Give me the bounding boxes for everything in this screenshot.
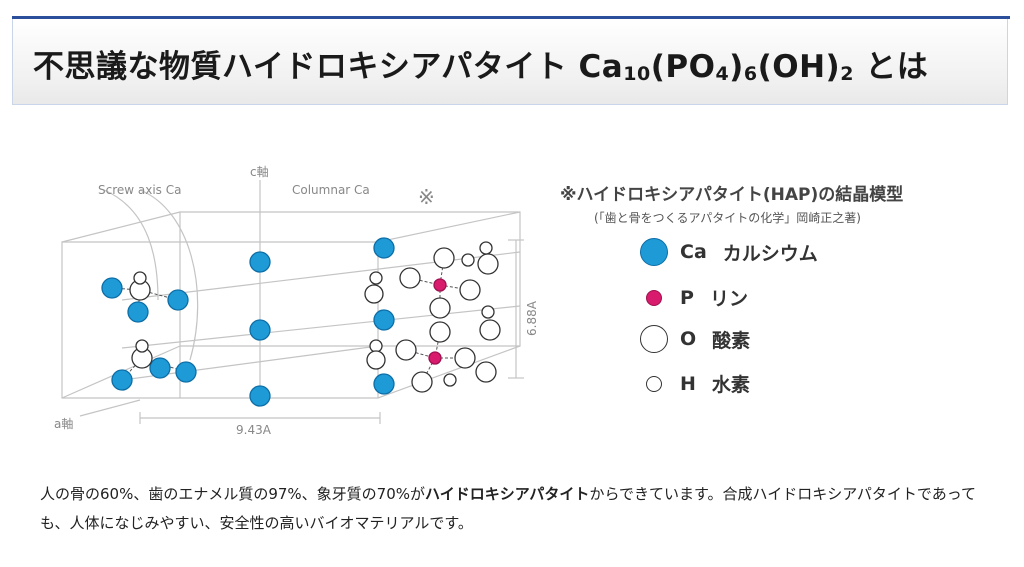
hydrogen-atom (133, 271, 147, 285)
calcium-atom (149, 357, 171, 379)
oxygen-atom (454, 347, 476, 369)
height-dimension-label: 6.88A (525, 300, 539, 336)
unit-cell-frame (61, 180, 524, 424)
phosphorus-atom (433, 278, 447, 292)
oxygen-atom (411, 371, 433, 393)
crystal-model-diagram: Screw axis Ca c軸 Columnar Ca ※ a軸 9.43A … (54, 165, 539, 437)
oxygen-atom (395, 339, 417, 361)
hydrogen-atom (443, 373, 457, 387)
oxygen-icon (640, 325, 668, 353)
header-accent-line (12, 16, 1010, 19)
legend-subtitle: (「歯と骨をつくるアパタイトの化学」岡崎正之著) (594, 211, 861, 225)
calcium-icon (640, 238, 668, 266)
calcium-atom (373, 237, 395, 259)
atoms-group (101, 237, 501, 407)
calcium-atom (249, 251, 271, 273)
calcium-atom (175, 361, 197, 383)
calcium-atom (249, 385, 271, 407)
oxygen-atom (429, 321, 451, 343)
oxygen-atom (433, 247, 455, 269)
oxygen-atom (459, 279, 481, 301)
c-axis-label: c軸 (250, 165, 269, 179)
hydrogen-atom (369, 271, 383, 285)
oxygen-atom (429, 297, 451, 319)
legend-title: ※ハイドロキシアパタイト(HAP)の結晶模型 (560, 185, 904, 205)
screw-axis-label: Screw axis Ca (98, 183, 181, 197)
title-bar: 不思議な物質ハイドロキシアパタイト Ca10(PO4)6(OH)2 とは (12, 19, 1008, 105)
hydrogen-icon (646, 375, 662, 392)
width-dimension-label: 9.43A (236, 423, 272, 437)
oxygen-atom (399, 267, 421, 289)
phosphorus-atom (428, 351, 442, 365)
oxygen-atom (475, 361, 497, 383)
calcium-atom (167, 289, 189, 311)
calcium-atom (373, 309, 395, 331)
oxygen-atom (364, 284, 384, 304)
calcium-atom (373, 373, 395, 395)
a-axis-label: a軸 (54, 417, 73, 431)
legend: ※ハイドロキシアパタイト(HAP)の結晶模型 (「歯と骨をつくるアパタイトの化学… (560, 180, 1000, 396)
calcium-atom (101, 277, 123, 299)
oxygen-atom (366, 350, 386, 370)
columnar-label: Columnar Ca (292, 183, 370, 197)
hydrogen-atom (481, 305, 495, 319)
oxygen-atom (479, 319, 501, 341)
page-title: 不思議な物質ハイドロキシアパタイト Ca10(PO4)6(OH)2 とは (33, 49, 929, 85)
description-paragraph: 人の骨の60%、歯のエナメル質の97%、象牙質の70%がハイドロキシアパタイトか… (40, 485, 976, 532)
hydrogen-atom (461, 253, 475, 267)
hydrogen-atom (369, 339, 383, 353)
hydrogen-atom (479, 241, 493, 255)
oxygen-atom (477, 253, 499, 275)
note-mark: ※ (418, 185, 435, 209)
calcium-atom (127, 301, 149, 323)
phosphorus-icon (646, 289, 662, 306)
hydrogen-atom (135, 339, 149, 353)
calcium-atom (111, 369, 133, 391)
bond-line (137, 289, 141, 313)
calcium-atom (249, 319, 271, 341)
